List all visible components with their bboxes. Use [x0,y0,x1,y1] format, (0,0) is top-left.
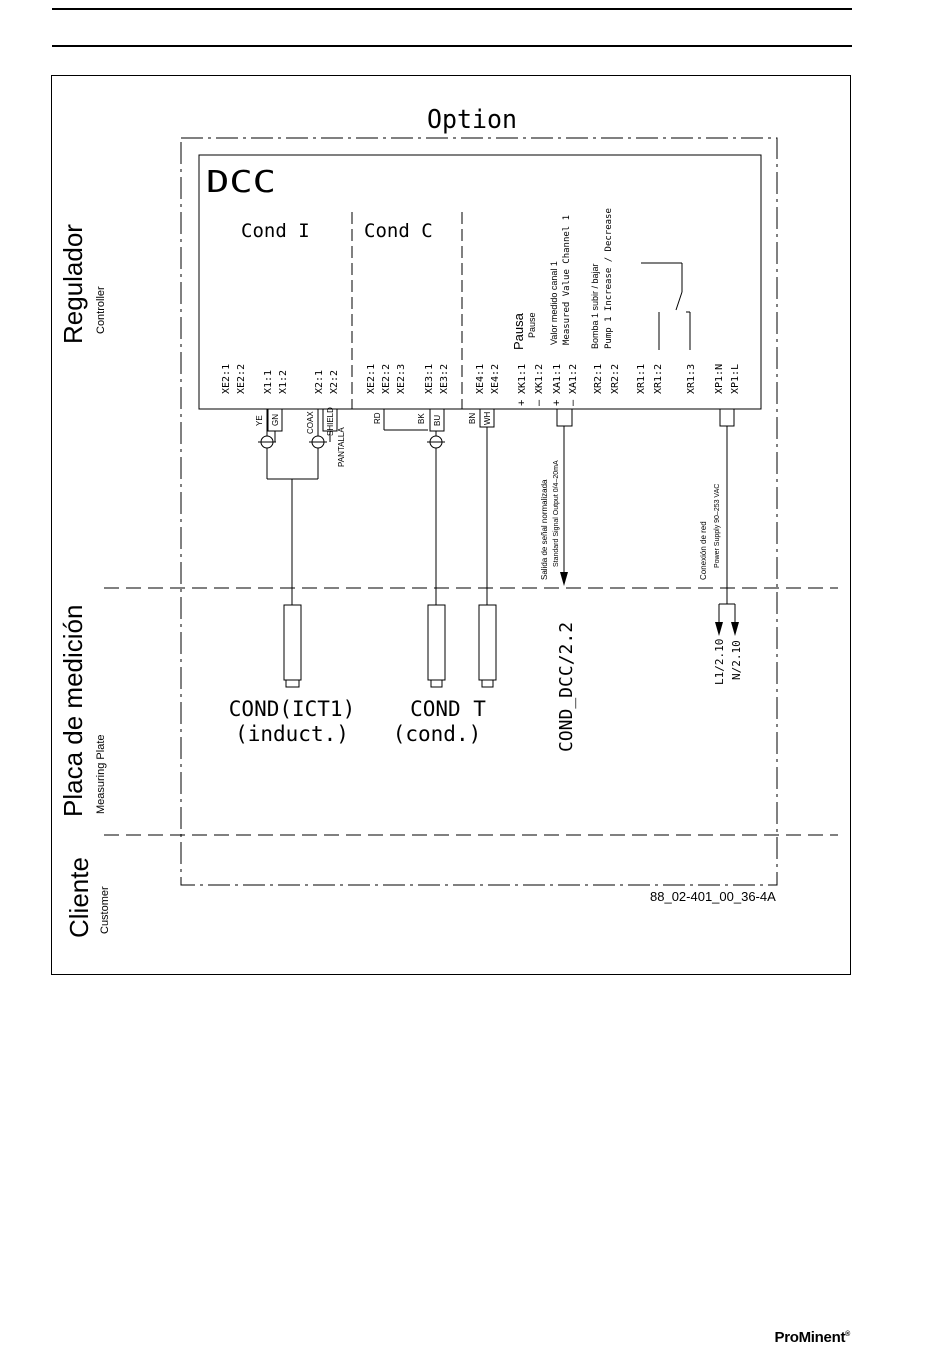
terminal-label: X1:2 [278,370,289,394]
power-arrow-n [731,622,739,636]
polarity-plus: + [551,400,563,406]
measured-value-en: Measured Value Channel 1 [562,215,572,345]
option-label: Option [427,105,517,135]
wire-bk: BK [417,413,426,424]
terminal-label: XK1:2 [534,364,545,394]
signal-arrow [560,572,568,586]
terminal-label: X2:1 [314,370,325,394]
power-label-es: Conexión de red [699,521,708,580]
header-rule-bottom [52,45,852,47]
terminal-label: XE3:2 [439,364,450,394]
pause-label-en: Pause [527,312,537,338]
terminal-label: XR1:1 [636,364,647,394]
terminal-label: X1:1 [263,370,274,394]
wire-gn: GN [271,414,280,426]
sensor-conductive-line1: COND T [410,697,486,721]
cond-i-label: Cond I [241,220,310,242]
section-measuring-es: Placa de medición [58,605,88,817]
wire-coax: COAX [306,411,315,434]
brand-logo: ProMinent® [774,1329,851,1346]
terminal-label: XR2:2 [610,364,621,394]
wire-bu: BU [433,415,442,426]
terminal-label: XE4:1 [475,364,486,394]
wire-ye: YE [255,415,264,426]
polarity-minus: – [567,399,579,406]
wire-shield: SHIELD [326,407,335,436]
terminal-label: XP1:N [714,364,725,394]
power-label-en: Power Supply 90–253 VAC [714,484,721,568]
wire-bn: BN [468,413,477,424]
terminal-label: XA1:2 [568,364,579,394]
option-enclosure [180,137,778,886]
section-measuring-en: Measuring Plate [95,735,107,815]
signal-output-en: Standard Signal Output 0/4–20mA [553,460,560,567]
header-rule-top [52,8,852,10]
pump-label-en: Pump 1 Increase / Decrease [604,208,614,349]
wire-rd: RD [373,412,382,424]
polarity-minus: – [533,399,545,406]
section-customer-en: Customer [99,886,111,934]
drawing-number: 88_02-401_00_36-4A [650,889,776,904]
terminal-label: XE2:2 [236,364,247,394]
terminal-label: XE3:1 [424,364,435,394]
module-name: DCC [206,165,276,200]
section-controller-es: Regulador [58,224,88,344]
terminal-label: X2:2 [329,370,340,394]
sensor-third-body [478,604,497,681]
section-customer-es: Cliente [64,857,94,938]
cond-c-label: Cond C [364,220,433,242]
terminal-label: XR1:2 [653,364,664,394]
sensor-inductive-line2: (induct.) [235,722,349,746]
power-n-label: N/2.10 [730,640,743,680]
measured-value-es: Valor medido canal 1 [549,261,559,345]
power-l-label: L1/2.10 [713,639,726,685]
sensor-conductive-line2: (cond.) [393,722,482,746]
pantalla-label: PANTALLA [337,427,346,467]
signal-output-es: Salida de señal normalizada [540,479,549,580]
power-arrow-l [715,622,723,636]
terminal-label: XE2:1 [221,364,232,394]
sensor-inductive-line1: COND(ICT1) [229,697,355,721]
terminal-label: XE2:3 [396,364,407,394]
wire-wh: WH [483,411,492,425]
terminal-label: XR1:3 [686,364,697,394]
sensor-conductive-body [427,604,446,681]
terminal-label: XA1:1 [552,364,563,394]
signal-target: COND_DCC/2.2 [556,622,577,752]
terminal-label: XE2:1 [366,364,377,394]
pause-label-es: Pausa [511,312,526,350]
terminal-label: XP1:L [730,364,741,394]
polarity-plus: + [516,400,528,406]
terminal-label: XE2:2 [381,364,392,394]
section-controller-en: Controller [95,286,107,334]
terminal-label: XE4:2 [490,364,501,394]
sensor-inductive-body [283,604,302,681]
terminal-label: XR2:1 [593,364,604,394]
diagram-frame [51,75,851,975]
terminal-label: XK1:1 [517,364,528,394]
pump-label-es: Bomba 1 subir / bajar [590,263,600,349]
